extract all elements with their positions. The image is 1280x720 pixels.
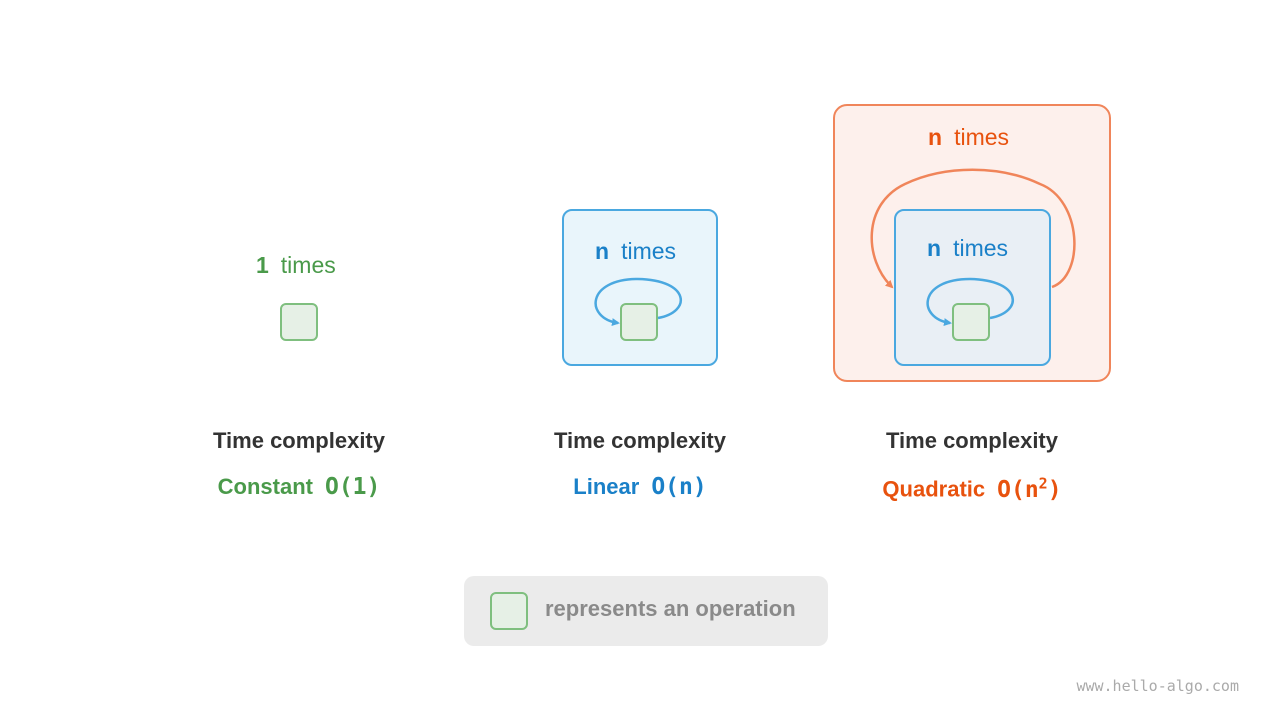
quadratic-heading: Time complexity: [886, 428, 1058, 453]
legend: represents an operation: [464, 576, 828, 646]
linear-notation: O(n): [651, 474, 707, 500]
linear-loop-arrow: [594, 277, 682, 327]
constant-heading: Time complexity: [213, 428, 385, 453]
quadratic-complexity: Quadratic O(n2): [822, 474, 1122, 503]
quadratic-outer-loop-arrow: [870, 168, 1076, 289]
quadratic-notation-close: ): [1047, 476, 1062, 503]
legend-text: represents an operation: [545, 596, 796, 621]
quadratic-name: Quadratic: [882, 476, 986, 502]
constant-notation: O(1): [324, 474, 381, 500]
quadratic-operation-box: [952, 303, 990, 341]
quadratic-inner-times-text: times: [953, 235, 1009, 261]
constant-count: 1: [256, 252, 269, 278]
linear-times-text: times: [621, 238, 677, 264]
linear-complexity: Linear O(n): [490, 474, 790, 500]
quadratic-outer-times-text: times: [954, 124, 1010, 150]
legend-operation-box: [490, 592, 528, 630]
constant-operation-box: [280, 303, 318, 341]
linear-operation-box: [620, 303, 658, 341]
constant-times-text: times: [280, 252, 336, 278]
constant-name: Constant: [217, 474, 313, 499]
watermark: www.hello-algo.com: [1076, 677, 1239, 695]
quadratic-inner-loop-arrow: [926, 277, 1014, 327]
quadratic-notation-exponent: 2: [1038, 474, 1048, 492]
quadratic-inner-count: n: [927, 235, 942, 261]
quadratic-outer-count: n: [928, 124, 943, 150]
constant-complexity: Constant O(1): [149, 474, 449, 500]
quadratic-notation-base: O(n: [997, 476, 1039, 503]
linear-name: Linear: [573, 474, 640, 499]
linear-heading: Time complexity: [554, 428, 726, 453]
quadratic-notation: O(n2): [997, 474, 1062, 503]
linear-count: n: [595, 238, 610, 264]
constant-times-label: 1 times: [256, 252, 336, 279]
